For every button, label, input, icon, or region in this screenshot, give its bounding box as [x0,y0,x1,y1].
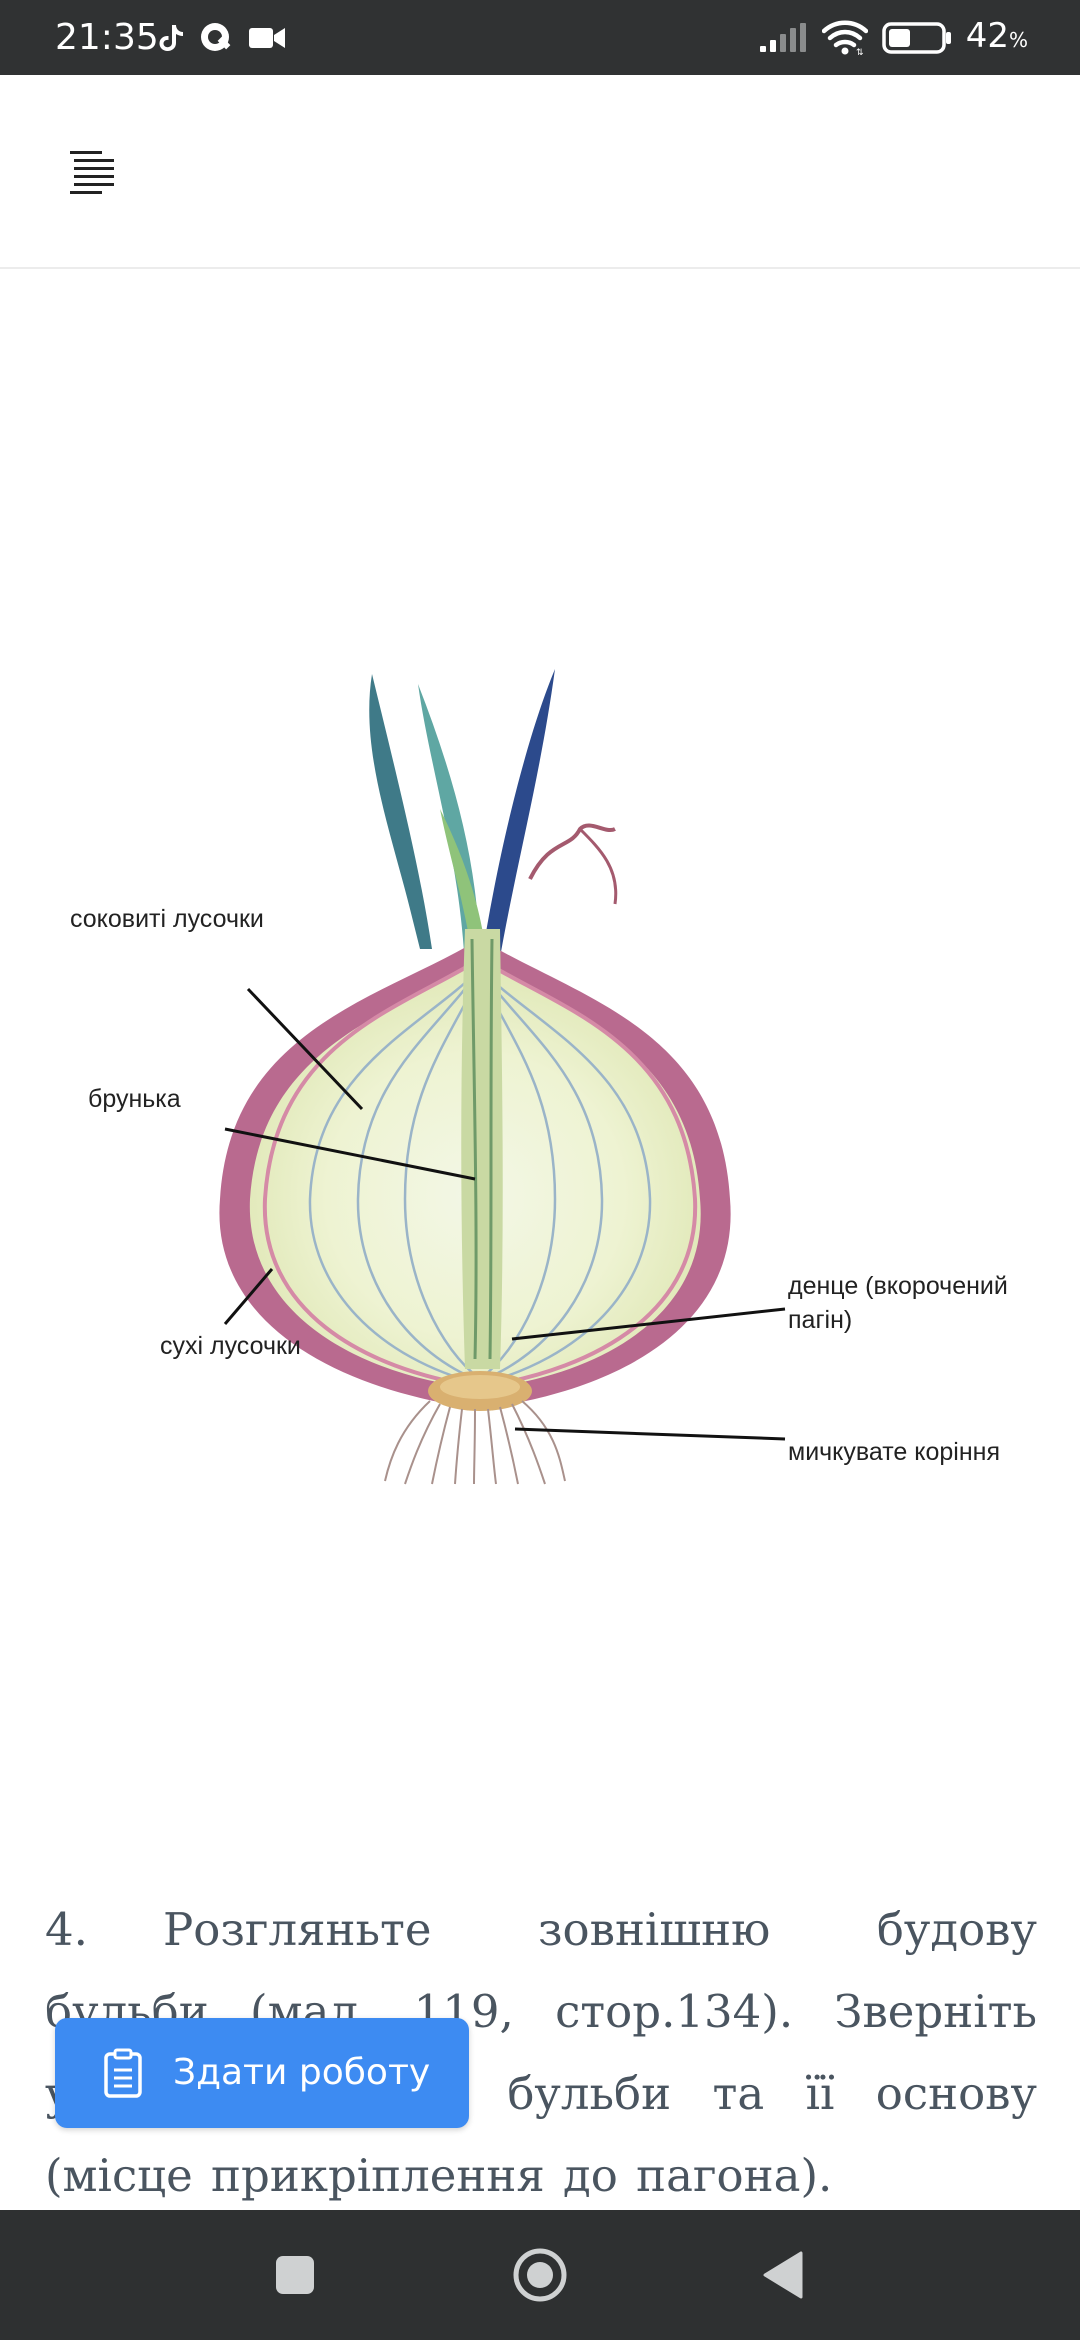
task-number: 4. [45,1903,88,1956]
svg-text:⇅: ⇅ [856,48,864,56]
label-roots: мичкувате коріння [788,1438,1000,1466]
onion-diagram: соковиті лусочки брунька сухі лусочки де… [60,669,1040,1489]
app-header [0,75,1080,269]
recent-apps-icon [276,2256,314,2294]
video-camera-icon [249,28,285,48]
signal-icon [759,23,806,52]
label-bud: брунька [88,1085,181,1113]
system-nav-bar [0,2210,1080,2340]
recent-apps-button[interactable] [265,2245,325,2305]
status-notification-icons [158,18,286,58]
label-bottom-line1: денце (вкорочений [788,1272,1008,1300]
back-icon [763,2251,803,2299]
home-button[interactable] [510,2245,570,2305]
back-button[interactable] [755,2245,815,2305]
clipboard-icon [104,2048,142,2098]
label-succulent-scales: соковиті лусочки [70,905,264,933]
assignment-content: соковиті лусочки брунька сухі лусочки де… [0,269,1080,2209]
submit-work-button[interactable]: Здати роботу [55,2018,469,2128]
status-system-icons: ⇅ 42% [758,16,1028,58]
q-app-icon [201,23,231,51]
tiktok-icon [159,25,183,51]
status-time: 21:35 [55,17,159,58]
submit-work-label: Здати роботу [173,2052,431,2093]
text-align-menu-icon [70,151,114,194]
status-bar: 21:35 ⇅ [0,0,1080,75]
label-bottom-line2: пагін) [788,1306,853,1334]
wifi-icon: ⇅ [821,20,868,56]
battery-icon [881,22,951,54]
menu-button[interactable] [60,143,132,203]
onion-illustration [219,669,786,1485]
battery-percent: 42% [965,16,1028,56]
label-dry-scales: сухі лусочки [160,1332,301,1360]
home-icon [513,2248,567,2302]
